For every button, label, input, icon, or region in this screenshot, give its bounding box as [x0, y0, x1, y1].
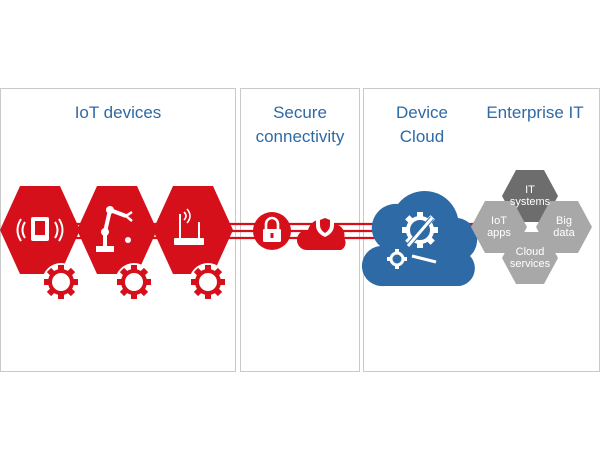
device-hexagon-router — [153, 186, 233, 274]
enterprise-hex-cloud-services — [502, 232, 558, 284]
gear-icon — [189, 263, 227, 301]
gear-icon — [42, 263, 80, 301]
hex-label-iot-apps: IoT apps — [487, 215, 511, 239]
hex-label-big-data: Big data — [553, 215, 575, 239]
nfc-tablet-icon — [16, 217, 64, 242]
enterprise-it-title: Enterprise IT — [486, 103, 584, 122]
iot-devices-title: IoT devices — [74, 103, 162, 122]
shield-cloud-icon — [296, 215, 346, 250]
enterprise-hex-big-data — [536, 201, 592, 253]
router-icon — [174, 208, 204, 245]
device-hexagon-robot — [77, 186, 157, 274]
secure-connectivity-title: Secure connectivity — [255, 103, 345, 146]
hex-label-it-systems: IT systems — [509, 184, 551, 208]
device-cloud-title: Device Cloud — [396, 103, 448, 146]
robot-arm-icon — [96, 206, 133, 252]
wrench-gear-cloud-icon — [387, 212, 438, 269]
padlock-icon — [253, 212, 291, 250]
gear-icon — [115, 263, 153, 301]
hex-label-cloud-services: Cloud services — [509, 246, 551, 270]
device-cloud-shape — [361, 191, 478, 287]
